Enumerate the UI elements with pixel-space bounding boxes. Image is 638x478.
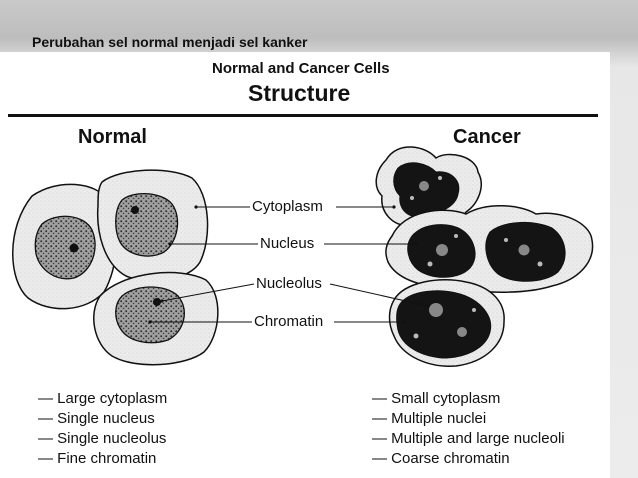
nucleus-label: Nucleus [258, 235, 317, 252]
cancer-trait: Coarse chromatin [372, 449, 565, 469]
cancer-trait: Small cytoplasm [372, 389, 565, 409]
cancer-cell-middle [385, 205, 594, 294]
normal-traits-list: Large cytoplasm Single nucleus Single nu… [38, 389, 167, 469]
normal-cell-top [96, 169, 209, 282]
cancer-cell-bottom [388, 279, 505, 367]
figure-title: Normal and Cancer Cells [212, 60, 390, 77]
normal-nucleus [115, 286, 185, 344]
figure-subtitle: Structure [248, 80, 351, 106]
normal-trait: Large cytoplasm [38, 389, 167, 409]
cancer-nucleolus [436, 244, 448, 256]
normal-nucleolus [69, 243, 79, 253]
normal-trait: Single nucleus [38, 409, 167, 429]
cancer-nucleus [396, 290, 492, 359]
cancer-heading: Cancer [453, 126, 521, 148]
normal-trait: Single nucleolus [38, 429, 167, 449]
slide-title: Perubahan sel normal menjadi sel kanker [32, 34, 308, 50]
normal-nucleus [34, 215, 96, 280]
cancer-cell-top [375, 146, 482, 229]
normal-heading: Normal [78, 126, 147, 148]
chromatin-label: Chromatin [252, 313, 326, 330]
nucleolus-label: Nucleolus [254, 275, 324, 292]
normal-nucleolus [153, 298, 161, 306]
cytoplasm-label: Cytoplasm [250, 198, 325, 215]
normal-nucleus [115, 193, 179, 257]
callout-lines [150, 206, 429, 323]
cancer-trait: Multiple nuclei [372, 409, 565, 429]
cancer-nucleolus [429, 303, 443, 317]
normal-trait: Fine chromatin [38, 449, 167, 469]
title-rule [8, 114, 598, 117]
cancer-trait: Multiple and large nucleoli [372, 429, 564, 449]
cancer-traits-list: Small cytoplasm Multiple nuclei Multiple… [372, 389, 565, 469]
normal-nucleolus [131, 206, 139, 214]
normal-cell-left [12, 183, 118, 310]
cancer-nucleolus [518, 244, 530, 256]
normal-cell-bottom [93, 271, 219, 366]
